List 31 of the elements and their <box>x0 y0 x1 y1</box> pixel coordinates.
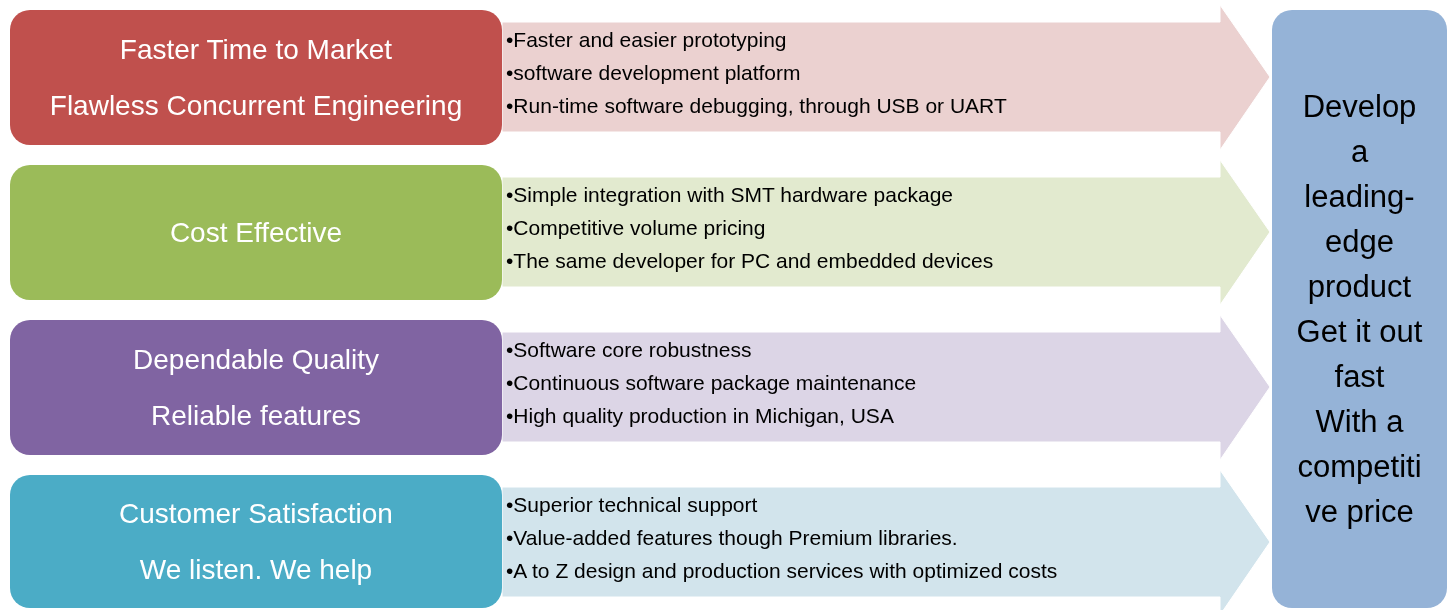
node-text: Dependable Quality <box>133 342 379 377</box>
category-box <box>10 165 502 300</box>
bullet-item: •Faster and easier prototyping <box>506 28 787 52</box>
bullet-item: •Software core robustness <box>506 338 752 362</box>
goal-box <box>1272 10 1447 608</box>
bullet-item: •software development platform <box>506 61 801 85</box>
bullet-item: •Competitive volume pricing <box>506 216 766 240</box>
node-text: Get it out fast <box>1295 313 1424 396</box>
category-box <box>10 475 502 608</box>
block-arrow <box>501 314 1271 461</box>
node-text: Cost Effective <box>169 215 343 250</box>
node-text: Faster Time to Market <box>119 32 393 67</box>
block-arrow <box>501 4 1271 151</box>
category-box <box>10 10 502 145</box>
bullet-item: •A to Z design and production services with optimized costs <box>506 559 1058 583</box>
node-text: Customer Satisfaction <box>119 496 393 531</box>
bullet-item: •High quality production in Michigan, USA <box>506 404 894 428</box>
category-box <box>10 320 502 455</box>
node-text: With a competitive price <box>1296 403 1423 531</box>
bullet-item: •Value-added features though Premium libraries. <box>506 526 958 550</box>
block-arrow <box>501 159 1271 306</box>
block-arrow <box>501 469 1271 610</box>
bullet-item: •Superior technical support <box>506 493 758 517</box>
node-text: We listen. We help <box>139 552 373 587</box>
node-text: Develop a leading-edge product <box>1301 88 1418 306</box>
bullet-item: •Continuous software package maintenance <box>506 371 917 395</box>
node-text: Flawless Concurrent Engineering <box>49 88 463 123</box>
node-text: Reliable features <box>150 398 362 433</box>
bullet-item: •Run-time software debugging, through USB or UART <box>506 94 1007 118</box>
bullet-item: •The same developer for PC and embedded devices <box>506 249 994 273</box>
bullet-item: •Simple integration with SMT hardware package <box>506 183 954 207</box>
